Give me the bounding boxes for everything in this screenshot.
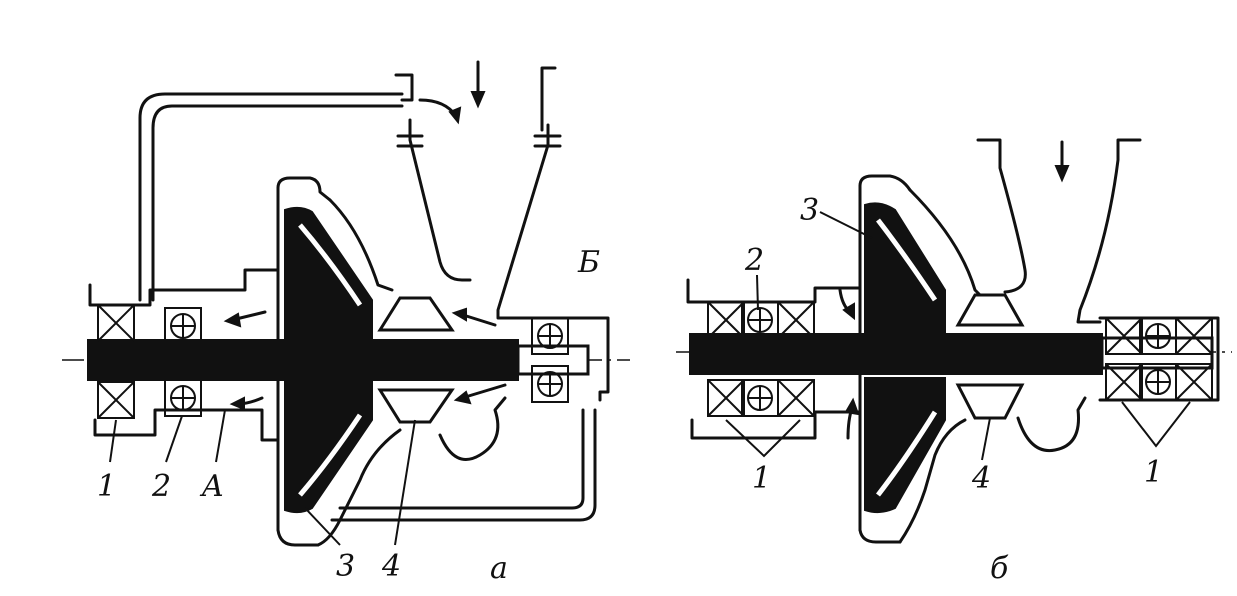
label-3-b: 3 [800, 193, 819, 228]
leader-4-a [394, 419, 416, 546]
housing-a [88, 66, 610, 547]
leader-2-b [756, 274, 759, 311]
seal-1-bottom-a [97, 381, 135, 419]
leader-1-left-b [725, 419, 801, 458]
inducer-b [955, 293, 1025, 420]
seal-1-top-right-b [777, 301, 815, 339]
leader-1-a [109, 419, 117, 463]
label-1-right-b: 1 [1144, 455, 1163, 490]
impeller-b [858, 184, 946, 532]
panel-b: 3 2 1 1 4 б [676, 138, 1232, 586]
return-pipe-top [138, 92, 404, 302]
label-1-a: 1 [97, 469, 116, 504]
label-1-left-b: 1 [752, 461, 771, 496]
leader-4-b [981, 417, 991, 461]
impeller-a [276, 186, 373, 532]
leader-A-a [215, 409, 226, 463]
label-A-a: A [199, 469, 224, 504]
seal-1-bottom-left-b [707, 379, 745, 417]
label-4-a: 4 [381, 549, 401, 584]
label-3-a: 3 [336, 549, 355, 584]
seal-1-top-a [97, 304, 135, 342]
inducer-a [377, 296, 455, 424]
leader-1-right-b [1121, 401, 1191, 448]
label-B-a: Б [577, 245, 600, 280]
panel-a: 1 2 A Б 3 4 а [62, 60, 630, 586]
bearing-2-top-a [164, 307, 202, 345]
housing-b [686, 138, 1220, 544]
shaft-a [87, 339, 590, 381]
leader-3-b [819, 211, 873, 239]
bearing-2-top-b [741, 301, 779, 339]
bearing-2-bottom-b [741, 379, 779, 417]
seal-1-top-left-b [707, 301, 745, 339]
leader-2-a [165, 415, 183, 463]
return-pipe-bottom [330, 408, 597, 522]
seal-1-bottom-right-b [777, 379, 815, 417]
label-2-b: 2 [744, 243, 764, 278]
leader-3-a [304, 507, 341, 546]
caption-b: б [990, 551, 1009, 586]
caption-a: а [490, 551, 508, 586]
flow-arrows-b [838, 140, 1070, 440]
flow-arrows-a [223, 60, 507, 411]
label-2-a: 2 [151, 469, 171, 504]
label-4-b: 4 [971, 461, 991, 496]
